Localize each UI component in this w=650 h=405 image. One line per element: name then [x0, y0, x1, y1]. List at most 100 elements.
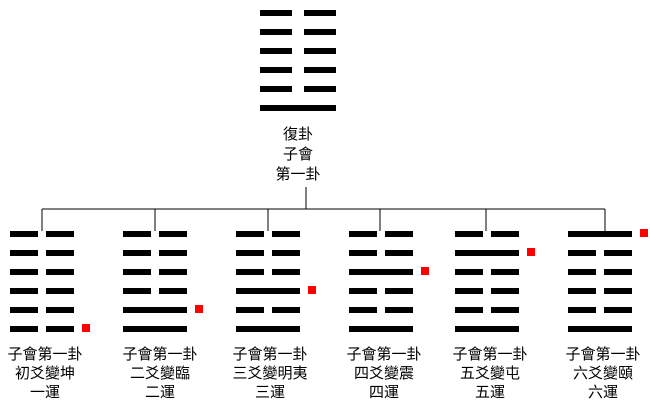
second-line-yin-left	[10, 307, 38, 313]
child-5-label-2: 五爻變屯	[459, 364, 521, 382]
fourth-line-yin-left	[123, 269, 151, 275]
child-2-label-3: 二運	[144, 383, 176, 401]
sixth-line-yin-right	[46, 231, 74, 237]
fourth-line-yin-right	[604, 269, 632, 275]
fourth-line-yin-left	[568, 269, 596, 275]
changed-line-marker	[640, 229, 648, 237]
third-line-yin-right	[604, 288, 632, 294]
third-line-yin-left	[10, 288, 38, 294]
sixth-line-yin-left	[10, 231, 38, 237]
first-line-yang	[236, 326, 300, 332]
fourth-line-yin-left	[260, 48, 292, 54]
fourth-line-yin-right	[272, 269, 300, 275]
root-hexagram-lines	[260, 10, 336, 111]
child-2-label-2: 二爻變臨	[129, 364, 191, 382]
third-line-yin-right	[491, 288, 519, 294]
fifth-line-yang	[455, 250, 519, 256]
child-1-label-1: 子會第一卦	[7, 345, 83, 363]
sixth-line-yin-left	[349, 231, 377, 237]
fourth-line-yin-right	[46, 269, 74, 275]
fourth-line-yin-right	[491, 269, 519, 275]
child-2-label-1: 子會第一卦	[122, 345, 198, 363]
fifth-line-yin-left	[236, 250, 264, 256]
first-line-yang	[455, 326, 519, 332]
third-line-yin-left	[349, 288, 377, 294]
fifth-line-yin-right	[304, 29, 336, 35]
third-line-yin-right	[46, 288, 74, 294]
second-line-yin-left	[568, 307, 596, 313]
root-hexagram-name: 復卦	[282, 125, 314, 143]
second-line-yin-right	[604, 307, 632, 313]
child-hexagram-lines-4	[349, 231, 413, 332]
first-line-yin-right	[46, 326, 74, 332]
first-line-yang	[123, 326, 187, 332]
child-6-label-1: 子會第一卦	[565, 345, 641, 363]
fifth-line-yin-left	[123, 250, 151, 256]
second-line-yin-right	[46, 307, 74, 313]
fourth-line-yang	[349, 269, 413, 275]
sixth-line-yin-left	[455, 231, 483, 237]
changed-line-marker	[308, 286, 316, 294]
root-hexagram-epoch: 子會	[282, 145, 314, 163]
changed-line-marker	[421, 267, 429, 275]
third-line-yin-right	[385, 288, 413, 294]
second-line-yin-right	[304, 86, 336, 92]
third-line-yang	[236, 288, 300, 294]
first-line-yang	[349, 326, 413, 332]
third-line-yin-left	[455, 288, 483, 294]
fifth-line-yin-left	[568, 250, 596, 256]
child-hexagram-lines-1	[10, 231, 74, 332]
third-line-yin-left	[260, 67, 292, 73]
fifth-line-yin-left	[10, 250, 38, 256]
fourth-line-yin-left	[10, 269, 38, 275]
child-4-label-2: 四爻變震	[353, 364, 415, 382]
second-line-yin-right	[491, 307, 519, 313]
fourth-line-yin-right	[304, 48, 336, 54]
second-line-yin-right	[385, 307, 413, 313]
fifth-line-yin-right	[604, 250, 632, 256]
third-line-yin-left	[123, 288, 151, 294]
child-3-label-2: 三爻變明夷	[232, 364, 308, 382]
fourth-line-yin-left	[236, 269, 264, 275]
sixth-line-yin-right	[159, 231, 187, 237]
fifth-line-yin-left	[260, 29, 292, 35]
child-1-label-3: 一運	[29, 383, 61, 401]
third-line-yin-right	[159, 288, 187, 294]
second-line-yin-left	[260, 86, 292, 92]
child-5-label-1: 子會第一卦	[452, 345, 528, 363]
sixth-line-yin-left	[236, 231, 264, 237]
child-6-label-3: 六運	[587, 383, 619, 401]
child-5-label-3: 五運	[474, 383, 506, 401]
fourth-line-yin-right	[159, 269, 187, 275]
child-3-label-3: 三運	[254, 383, 286, 401]
sixth-line-yin-right	[272, 231, 300, 237]
child-1-label-2: 初爻變坤	[14, 364, 76, 382]
changed-line-marker	[527, 248, 535, 256]
sixth-line-yin-left	[260, 10, 292, 16]
fifth-line-yin-left	[349, 250, 377, 256]
second-line-yin-left	[236, 307, 264, 313]
child-4-label-3: 四運	[368, 383, 400, 401]
second-line-yin-left	[349, 307, 377, 313]
first-line-yin-left	[10, 326, 38, 332]
child-3-label-1: 子會第一卦	[232, 345, 308, 363]
child-hexagram-lines-3	[236, 231, 300, 332]
fifth-line-yin-right	[385, 250, 413, 256]
third-line-yin-right	[304, 67, 336, 73]
fifth-line-yin-right	[272, 250, 300, 256]
second-line-yin-left	[455, 307, 483, 313]
child-hexagram-lines-5	[455, 231, 519, 332]
changed-line-marker	[82, 324, 90, 332]
sixth-line-yin-right	[304, 10, 336, 16]
child-6-label-2: 六爻變頤	[572, 364, 634, 382]
child-hexagram-lines-2	[123, 231, 187, 332]
sixth-line-yin-right	[385, 231, 413, 237]
child-hexagram-lines-6	[568, 231, 632, 332]
sixth-line-yang	[568, 231, 632, 237]
root-hexagram-order: 第一卦	[275, 165, 321, 183]
first-line-yang	[568, 326, 632, 332]
child-4-label-1: 子會第一卦	[346, 345, 422, 363]
first-line-yang	[260, 105, 336, 111]
